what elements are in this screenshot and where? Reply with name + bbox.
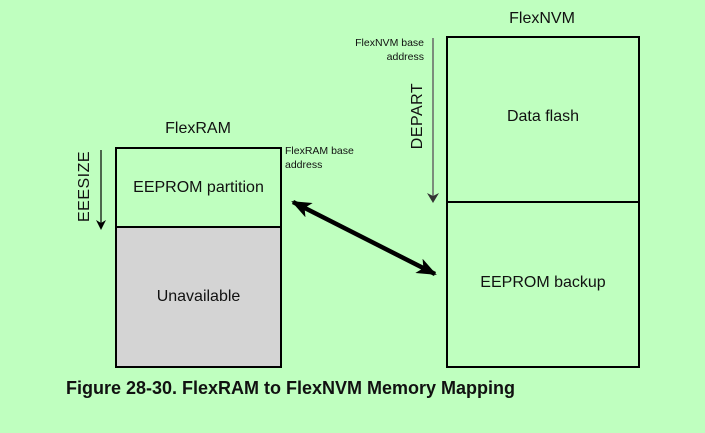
unavailable-block: Unavailable <box>115 226 282 368</box>
eeprom-partition-label: EEPROM partition <box>133 179 264 196</box>
flexnvm-title: FlexNVM <box>509 10 575 27</box>
flexram-title: FlexRAM <box>165 120 231 137</box>
mapping-bidirectional-arrow <box>291 199 437 277</box>
flexnvm-base-address-line2: address <box>386 51 424 63</box>
flexnvm-base-address-label: FlexNVM base address <box>330 36 424 64</box>
flexram-base-address-line1: FlexRAM base <box>285 145 354 157</box>
eeprom-backup-block: EEPROM backup <box>446 201 640 368</box>
eeprom-backup-label: EEPROM backup <box>480 273 606 291</box>
flexram-base-address-line2: address <box>285 159 323 171</box>
eeprom-partition-block: EEPROM partition <box>115 147 282 229</box>
flexram-base-address-label: FlexRAM base address <box>285 144 354 172</box>
unavailable-label: Unavailable <box>156 288 241 305</box>
data-flash-block: Data flash <box>446 36 640 204</box>
flexnvm-base-address-line1: FlexNVM base <box>355 37 424 49</box>
data-flash-label: Data flash <box>506 108 580 125</box>
figure-caption: Figure 28-30. FlexRAM to FlexNVM Memory … <box>65 378 516 398</box>
